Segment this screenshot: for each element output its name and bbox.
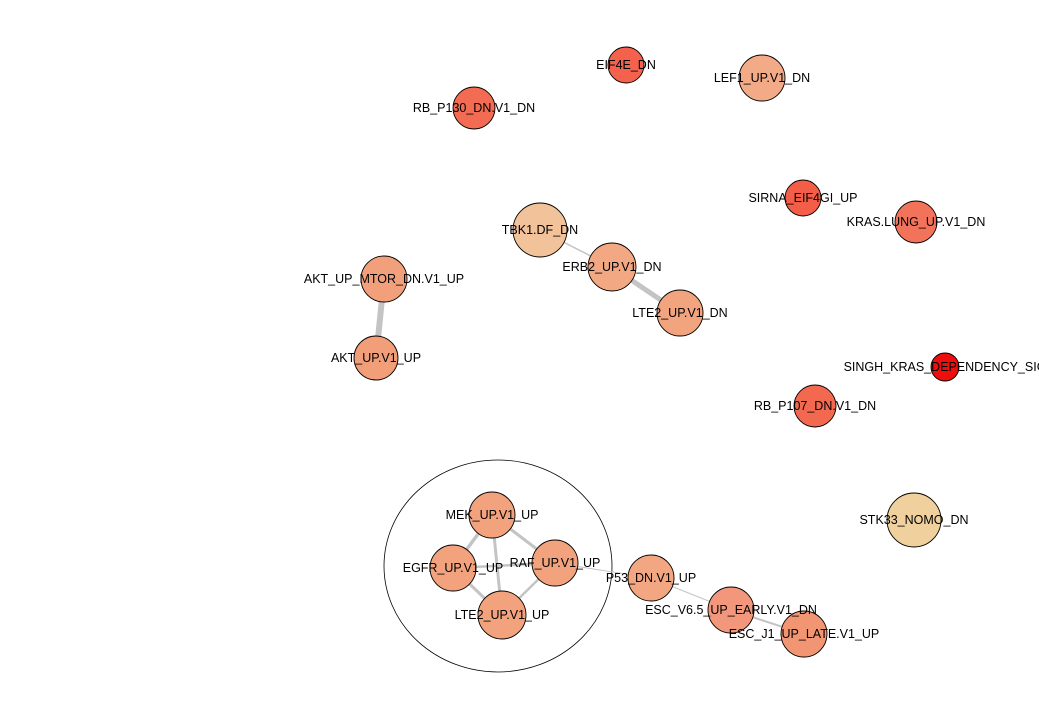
node-label-rb-p130-dn-v1-dn: RB_P130_DN.V1_DN (413, 101, 535, 115)
node-label-tbk1-df-dn: TBK1.DF_DN (502, 223, 578, 237)
label-layer: EIF4E_DN LEF1_UP.V1_DN RB_P130_DN.V1_DN SIR… (304, 58, 1039, 641)
node-raf-up-v1-up[interactable] (531, 539, 579, 587)
node-akt-up-mtor-dn-v1-up[interactable] (360, 255, 408, 303)
node-esc-v6-5-up-early-v1-dn[interactable] (707, 586, 755, 634)
node-label-raf-up-v1-up: RAF_UP.V1_UP (510, 556, 601, 570)
node-akt-up-v1-up[interactable] (353, 335, 399, 381)
node-lef1-up-v1-dn[interactable] (738, 54, 786, 102)
cluster-outline (383, 459, 613, 673)
node-label-akt-up-mtor-dn-v1-up: AKT_UP_MTOR_DN.V1_UP (304, 272, 464, 286)
node-sirna-eif4gi-up[interactable] (784, 179, 822, 217)
node-kras-lung-up-v1-dn[interactable] (894, 200, 938, 244)
node-esc-j1-up-late-v1-up[interactable] (780, 610, 828, 658)
node-label-akt-up-v1-up: AKT_UP.V1_UP (331, 351, 421, 365)
node-stk33-nomo-dn[interactable] (886, 492, 942, 548)
node-label-egfr-up-v1-up: EGFR_UP.V1_UP (403, 561, 504, 575)
node-label-stk33-nomo-dn: STK33_NOMO_DN (859, 513, 968, 527)
node-label-mek-up-v1-up: MEK_UP.V1_UP (446, 508, 539, 522)
node-label-esc-v6-5-up-early-v1-dn: ESC_V6.5_UP_EARLY.V1_DN (645, 603, 817, 617)
node-tbk1-df-dn[interactable] (512, 202, 568, 258)
node-egfr-up-v1-up[interactable] (429, 544, 477, 592)
node-layer (353, 46, 960, 658)
node-label-singh-kras-dependency-sig: SINGH_KRAS_DEPENDENCY_SIG (844, 360, 1039, 374)
node-label-sirna-eif4gi-up: SIRNA_EIF4GI_UP (748, 191, 857, 205)
node-label-p53-dn-v1-up: P53_DN.V1_UP (606, 571, 696, 585)
node-erb2-up-v1-dn[interactable] (587, 242, 637, 292)
node-label-eif4e-dn: EIF4E_DN (596, 58, 656, 72)
node-label-lte2-up-v1-up: LTE2_UP.V1_UP (455, 608, 550, 622)
node-eif4e-dn[interactable] (607, 46, 645, 84)
node-label-lte2-up-v1-dn: LTE2_UP.V1_DN (632, 306, 727, 320)
node-p53-dn-v1-up[interactable] (627, 554, 675, 602)
node-lte2-up-v1-up[interactable] (477, 590, 527, 640)
node-singh-kras-dependency-sig[interactable] (930, 352, 960, 382)
node-label-esc-j1-up-late-v1-up: ESC_J1_UP_LATE.V1_UP (729, 627, 880, 641)
node-label-kras-lung-up-v1-dn: KRAS.LUNG_UP.V1_DN (847, 215, 986, 229)
node-rb-p107-dn-v1-dn[interactable] (793, 384, 837, 428)
node-label-rb-p107-dn-v1-dn: RB_P107_DN.V1_DN (754, 399, 876, 413)
node-label-erb2-up-v1-dn: ERB2_UP.V1_DN (562, 260, 661, 274)
node-rb-p130-dn-v1-dn[interactable] (452, 86, 496, 130)
node-label-lef1-up-v1-dn: LEF1_UP.V1_DN (714, 71, 810, 85)
node-mek-up-v1-up[interactable] (468, 491, 516, 539)
node-lte2-up-v1-dn[interactable] (656, 289, 704, 337)
